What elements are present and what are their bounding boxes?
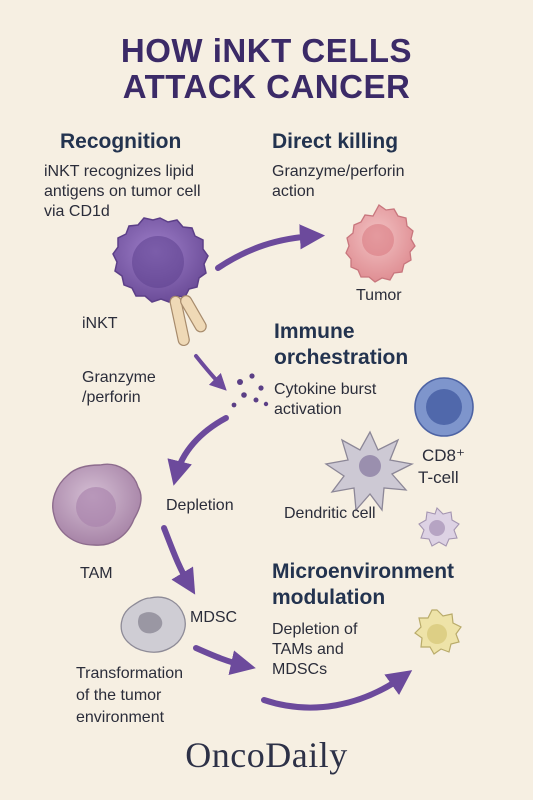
arrow-to-cytokines bbox=[194, 354, 227, 391]
arrow-to-tumor bbox=[215, 224, 326, 271]
micro-desc-2: TAMs and bbox=[272, 641, 344, 658]
arrow-to-depletion bbox=[167, 415, 229, 486]
mdsc-label: MDSC bbox=[190, 609, 238, 626]
micro-desc-3: MDSCs bbox=[272, 661, 328, 678]
dendritic-cell bbox=[324, 430, 415, 512]
tumor-label: Tumor bbox=[356, 287, 402, 304]
title-line-2: ATTACK CANCER bbox=[122, 68, 411, 105]
cd8-t-cell bbox=[414, 377, 474, 437]
micro-desc-1: Depletion of bbox=[272, 621, 358, 638]
mdsc-cell bbox=[120, 596, 186, 653]
arrow-to-modulation bbox=[261, 670, 413, 711]
cytokine-dots bbox=[231, 373, 269, 408]
depletion-label: Depletion bbox=[166, 497, 234, 514]
recognition-desc-3: via CD1d bbox=[44, 203, 110, 220]
arrow-to-transformation bbox=[193, 645, 256, 676]
recognition-desc-2: antigens on tumor cell bbox=[44, 183, 201, 200]
modulated-cell bbox=[414, 609, 462, 655]
immune-heading-2: orchestration bbox=[274, 346, 409, 369]
granzyme-label-1: Granzyme bbox=[82, 369, 156, 386]
oncodaily-logo: OncoDaily bbox=[185, 735, 348, 775]
cd8-label-2: T-cell bbox=[418, 468, 459, 487]
cd8-label-1: CD8⁺ bbox=[422, 446, 465, 465]
tam-cell bbox=[52, 463, 142, 546]
arrow-to-mdsc bbox=[161, 525, 196, 595]
micro-heading-2: modulation bbox=[272, 586, 386, 609]
direct-killing-heading: Direct killing bbox=[272, 130, 399, 153]
immune-heading-1: Immune bbox=[274, 320, 355, 343]
immune-desc-2: activation bbox=[274, 401, 342, 418]
dendritic-label: Dendritic cell bbox=[284, 505, 376, 522]
direct-killing-desc-1: Granzyme/perforin bbox=[272, 163, 405, 180]
recognition-heading: Recognition bbox=[60, 130, 182, 153]
transformation-label-2: of the tumor bbox=[76, 687, 162, 704]
transformation-label-3: environment bbox=[76, 709, 165, 726]
small-lilac-cell bbox=[418, 506, 460, 547]
immune-desc-1: Cytokine burst bbox=[274, 381, 377, 398]
cd1d-receptor bbox=[169, 295, 207, 347]
micro-heading-1: Microenvironment bbox=[272, 560, 455, 583]
direct-killing-desc-2: action bbox=[272, 183, 315, 200]
arrows bbox=[161, 224, 413, 711]
inkt-cell bbox=[112, 217, 209, 303]
inkt-label: iNKT bbox=[82, 315, 118, 332]
recognition-desc-1: iNKT recognizes lipid bbox=[44, 163, 194, 180]
transformation-label-1: Transformation bbox=[76, 665, 183, 682]
tumor-cell bbox=[345, 204, 416, 283]
granzyme-label-2: /perforin bbox=[82, 389, 141, 406]
tam-label: TAM bbox=[80, 565, 113, 582]
title-line-1: HOW iNKT CELLS bbox=[120, 32, 413, 69]
